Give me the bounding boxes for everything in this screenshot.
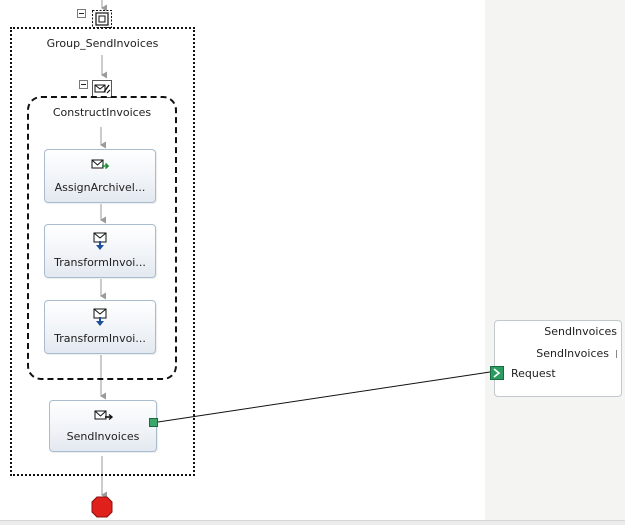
transform-shape-2-label: TransformInvoi...: [54, 332, 146, 345]
assign-shape[interactable]: AssignArchivel...: [44, 149, 156, 203]
construct-message-scope[interactable]: [27, 96, 177, 380]
port-name: SendInvoices: [544, 325, 617, 338]
group-shape-icon[interactable]: [91, 9, 113, 29]
horizontal-scrollbar[interactable]: [0, 520, 625, 525]
message-assign-icon: [45, 156, 155, 174]
port-shape[interactable]: SendInvoices SendInvoices Request: [490, 320, 622, 397]
port-operation[interactable]: SendInvoices: [536, 347, 609, 360]
group-scope[interactable]: [10, 27, 195, 476]
port-surface[interactable]: [485, 0, 625, 520]
transform-shape-1[interactable]: TransformInvoi...: [44, 224, 156, 278]
port-request-message[interactable]: Request: [511, 367, 556, 380]
message-send-icon: [50, 407, 156, 425]
port-request-connector[interactable]: [490, 366, 504, 380]
construct-title: ConstructInvoices: [52, 106, 152, 119]
send-shape-label: SendInvoices: [66, 430, 140, 443]
transform-shape-1-label: TransformInvoi...: [54, 256, 146, 269]
send-shape[interactable]: SendInvoices: [49, 400, 157, 452]
assign-shape-label: AssignArchivel...: [54, 181, 146, 194]
transform-shape-2[interactable]: TransformInvoi...: [44, 300, 156, 354]
stop-icon: [91, 496, 113, 518]
chevron-right-icon: [493, 368, 501, 378]
group-collapse-button[interactable]: [77, 9, 86, 18]
port-binding-line: [157, 371, 491, 423]
message-transform-icon: [45, 231, 155, 250]
group-title: Group_SendInvoices: [46, 37, 159, 50]
construct-collapse-button[interactable]: [79, 80, 88, 89]
send-port-connector[interactable]: [149, 418, 158, 427]
port-operation-divider: [616, 350, 617, 358]
message-transform-icon: [45, 307, 155, 326]
